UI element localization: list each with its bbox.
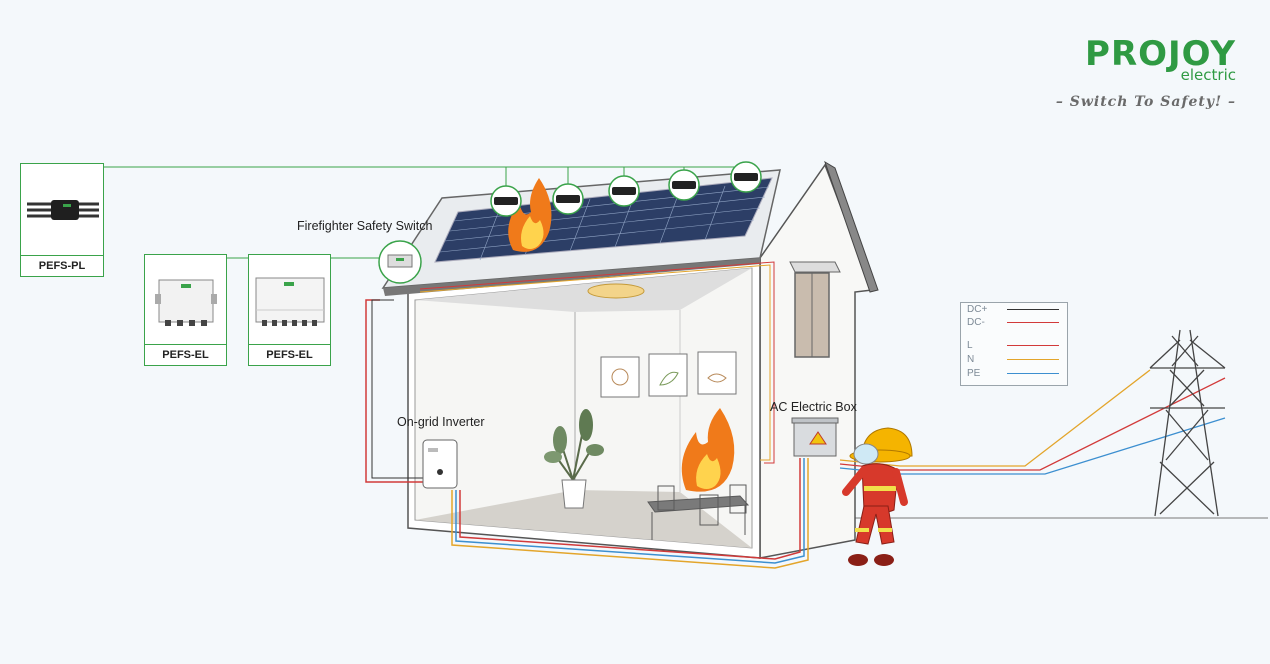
ac-wire-pe [455,458,805,564]
brand-name: PROJOY [1085,34,1236,74]
brand-logo: PROJOY electric – Switch To Safety! – [1056,36,1236,110]
dc-wire [371,299,432,479]
roof-edge [824,160,879,293]
dining-set [647,484,750,540]
ceiling [415,268,752,312]
pefs-pl-device-icon [27,200,99,220]
product-pefs-el-1[interactable]: PEFS-EL [144,254,227,366]
legend-row: L [967,340,1059,351]
product-name: PEFS-PL [21,255,103,276]
picture-leaf-icon [659,371,679,386]
legend-row: N [967,354,1059,365]
pefs-el-device-icon [154,279,217,326]
window-hood [789,261,841,273]
pefs-pl-image [21,164,103,256]
legend-line [1007,322,1059,323]
panel-connectors [490,161,762,217]
solar-panel-grid [439,185,770,261]
legend-label: L [967,340,973,351]
ceiling-lamp [587,283,645,299]
legend-label: N [967,354,975,365]
legend-row: PE [967,368,1059,379]
wire-legend: DC+ DC- L N PE [960,302,1068,386]
brand-sub: electric [1180,66,1236,84]
inverter-label: On-grid Inverter [397,415,485,429]
product-name: PEFS-EL [145,344,226,365]
legend-label: PE [967,368,981,379]
brand-slogan: – Switch To Safety! – [1055,94,1236,110]
product-name: PEFS-EL [249,344,330,365]
legend-line [1007,345,1059,346]
fire-icon [508,178,552,252]
product-pefs-pl[interactable]: PEFS-PL [20,163,104,277]
pefs-el-image [145,255,226,345]
roof-wire [419,261,775,464]
switch-led [396,258,404,261]
ac-electric-box [791,417,839,457]
ac-box-label: AC Electric Box [770,400,857,414]
pefs-el-device-icon [255,277,324,326]
fire-icon [681,408,735,492]
legend-line [1007,309,1059,310]
firefighter-figure [842,427,913,566]
picture-shell-icon [707,373,727,383]
potted-plant [544,409,604,509]
legend-line [1007,373,1059,374]
legend-label: DC+ [967,304,988,315]
wall-pictures [600,351,737,398]
inverter-device [422,439,458,489]
legend-line [1007,359,1059,360]
legend-row: DC- [967,317,1059,328]
legend-row: DC+ [967,304,1059,315]
ac-wire-l [459,458,801,560]
picture-flower-icon [611,368,629,386]
transmission-tower-icon [1149,329,1226,517]
ac-wire-n [451,458,809,569]
firefighter-switch-label: Firefighter Safety Switch [297,219,433,233]
product-pefs-el-2[interactable]: PEFS-EL [248,254,331,366]
roof-wire [419,264,771,461]
legend-label: DC- [967,317,985,328]
pefs-el-image [249,255,330,345]
